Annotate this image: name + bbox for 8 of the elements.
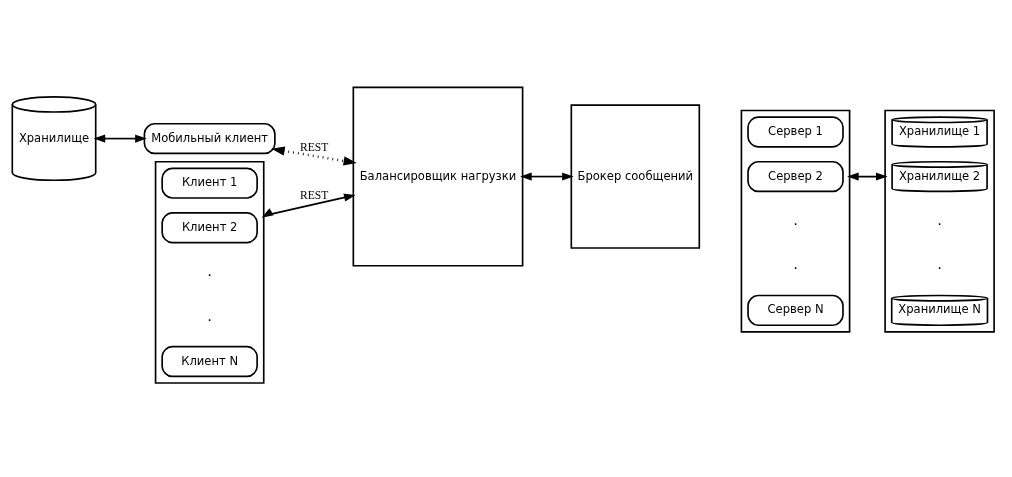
label: . bbox=[936, 255, 942, 274]
edge-label: REST bbox=[299, 189, 328, 203]
label: . bbox=[792, 210, 798, 229]
label: . bbox=[206, 306, 212, 325]
edge-label: REST bbox=[299, 141, 328, 155]
label: . bbox=[206, 261, 212, 280]
label: . bbox=[792, 255, 798, 274]
label: . bbox=[936, 210, 942, 229]
